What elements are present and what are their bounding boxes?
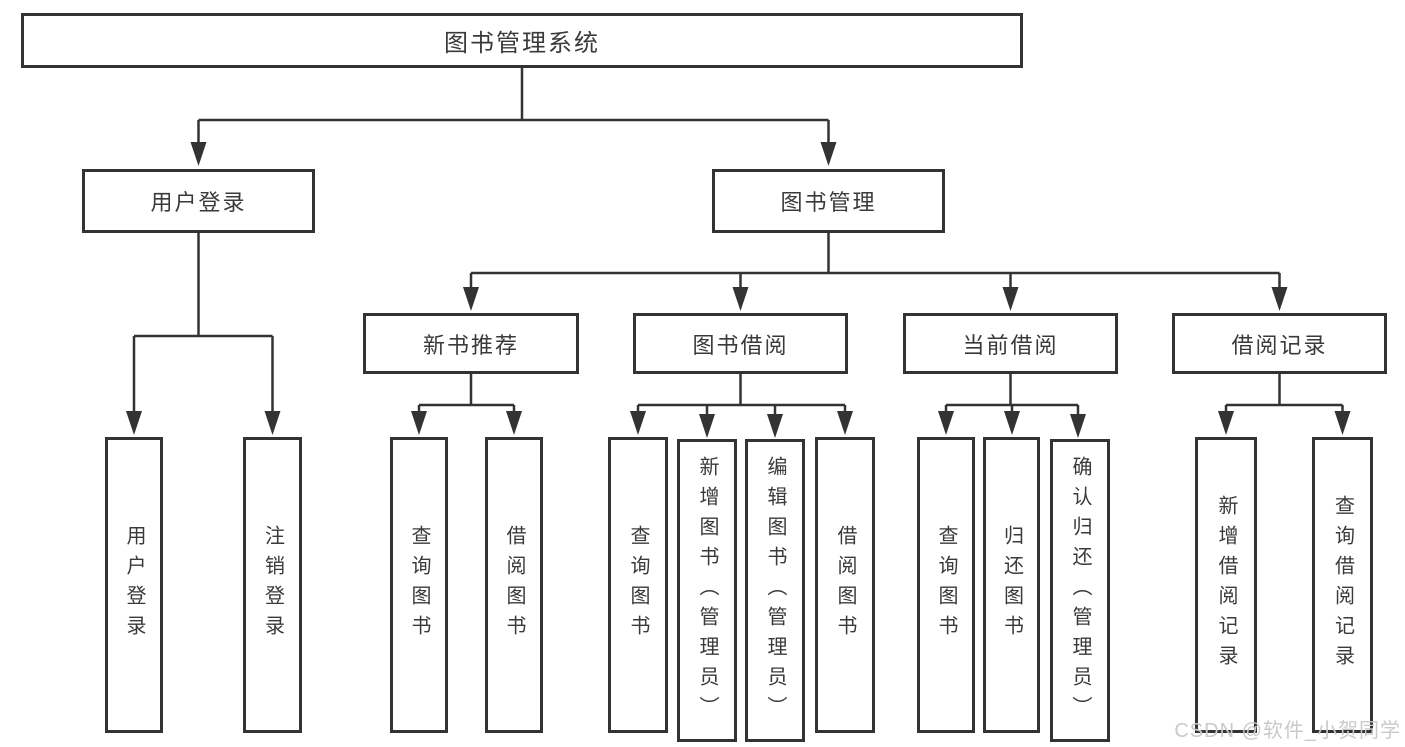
node-new-book-recommend: 新书推荐 [363,313,579,374]
node-current-borrowing-label: 当前借阅 [962,332,1059,358]
node-root: 图书管理系统 [21,13,1023,68]
node-root-label: 图书管理系统 [444,30,600,57]
leaf-current-confirm-return-admin: 确认归还（管理员） [1050,439,1110,742]
node-user-login-label: 用户登录 [150,190,247,215]
leaf-user-login: 用户登录 [105,437,163,733]
leaf-borrowing-borrow-books: 借阅图书 [815,437,875,733]
leaf-logout-login-label: 注销登录 [261,525,284,645]
leaf-recommend-borrow-books-label: 借阅图书 [503,525,525,645]
leaf-borrowing-add-books-admin-label: 新增图书（管理员） [696,455,718,726]
leaf-records-add-record: 新增借阅记录 [1195,437,1257,733]
leaf-user-login-label: 用户登录 [123,525,145,645]
leaf-borrowing-add-books-admin: 新增图书（管理员） [677,439,737,742]
watermark: CSDN @软件_小贺同学 [1174,720,1401,742]
leaf-recommend-borrow-books: 借阅图书 [485,437,543,733]
leaf-recommend-query-books: 查询图书 [390,437,448,733]
node-borrowing-records: 借阅记录 [1172,313,1387,374]
node-book-management-label: 图书管理 [780,190,877,215]
leaf-recommend-query-books-label: 查询图书 [408,525,430,645]
node-book-borrowing: 图书借阅 [633,313,848,374]
leaf-records-query-record-label: 查询借阅记录 [1331,495,1354,675]
leaf-current-return-books: 归还图书 [983,437,1040,733]
leaf-borrowing-borrow-books-label: 借阅图书 [834,525,856,645]
leaf-current-return-books-label: 归还图书 [1000,525,1023,645]
leaf-borrowing-query-books: 查询图书 [608,437,668,733]
leaf-current-confirm-return-admin-label: 确认归还（管理员） [1069,455,1091,726]
node-current-borrowing: 当前借阅 [903,313,1118,374]
node-book-borrowing-label: 图书借阅 [692,332,789,358]
leaf-records-add-record-label: 新增借阅记录 [1215,495,1237,675]
node-book-management: 图书管理 [712,169,945,233]
leaf-borrowing-edit-books-admin-label: 编辑图书（管理员） [764,455,786,726]
leaf-current-query-books-label: 查询图书 [935,525,957,645]
leaf-records-query-record: 查询借阅记录 [1312,437,1373,733]
node-borrowing-records-label: 借阅记录 [1231,332,1328,358]
node-user-login: 用户登录 [82,169,315,233]
leaf-borrowing-edit-books-admin: 编辑图书（管理员） [745,439,805,742]
leaf-logout-login: 注销登录 [243,437,302,733]
leaf-current-query-books: 查询图书 [917,437,975,733]
leaf-borrowing-query-books-label: 查询图书 [627,525,649,645]
node-new-book-recommend-label: 新书推荐 [422,332,519,358]
